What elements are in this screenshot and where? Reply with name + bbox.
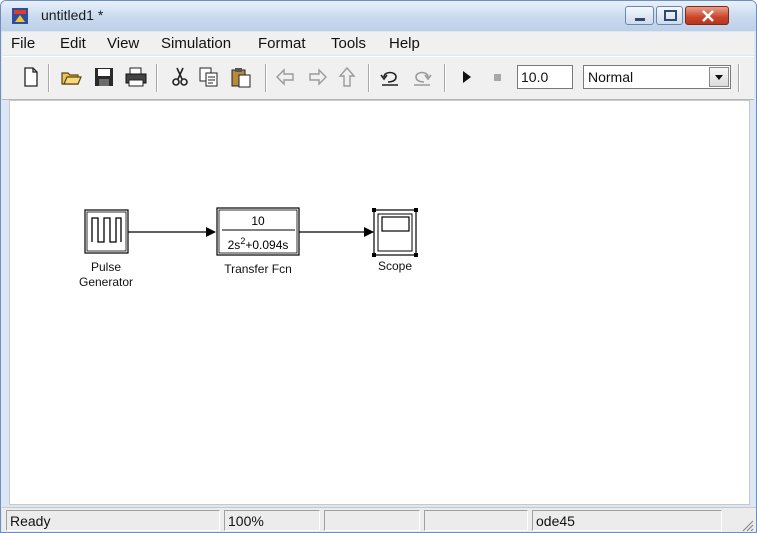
stop-simulation-icon[interactable] (486, 66, 508, 88)
scope-block[interactable] (372, 208, 418, 257)
model-diagram: 10 2s2+0.094s (84, 207, 418, 257)
menu-view[interactable]: View (107, 35, 140, 52)
back-arrow-icon[interactable] (274, 66, 296, 88)
simulink-app-icon (12, 8, 28, 24)
selection-handle[interactable] (372, 208, 376, 212)
cut-icon[interactable] (169, 66, 191, 88)
selection-handle[interactable] (372, 253, 376, 257)
toolbar: Normal (2, 56, 754, 100)
open-folder-icon[interactable] (60, 66, 82, 88)
close-button[interactable] (685, 6, 729, 25)
window-title: untitled1 * (41, 7, 104, 23)
tf-denominator: 2s2+0.094s (228, 236, 289, 252)
status-pane-3 (324, 510, 420, 531)
forward-arrow-icon[interactable] (307, 66, 329, 88)
menu-edit[interactable]: Edit (60, 35, 86, 52)
up-arrow-icon[interactable] (336, 66, 358, 88)
stop-time-input[interactable] (517, 65, 573, 89)
menu-simulation[interactable]: Simulation (161, 35, 232, 52)
status-bar: Ready 100% ode45 (2, 507, 756, 532)
close-icon (702, 10, 714, 22)
start-simulation-icon[interactable] (456, 66, 478, 88)
dropdown-button[interactable] (709, 67, 729, 87)
print-icon[interactable] (125, 66, 147, 88)
status-pane-4 (424, 510, 528, 531)
pulse-wave-icon (91, 217, 122, 243)
transfer-fcn-block[interactable]: 10 2s2+0.094s (216, 207, 300, 256)
redo-icon[interactable] (411, 66, 433, 88)
toolbar-separator (48, 64, 50, 92)
selection-handle[interactable] (414, 253, 418, 257)
status-zoom: 100% (224, 510, 320, 531)
selection-handle[interactable] (414, 208, 418, 212)
menu-help[interactable]: Help (389, 35, 420, 52)
maximize-icon (664, 10, 677, 21)
pulse-label-line1: Pulse (90, 260, 122, 274)
menu-format[interactable]: Format (258, 35, 306, 52)
toolbar-separator (368, 64, 370, 92)
toolbar-separator (738, 64, 740, 92)
toolbar-separator (265, 64, 267, 92)
new-model-icon[interactable] (20, 66, 42, 88)
minimize-button[interactable] (625, 6, 654, 25)
toolbar-separator (444, 64, 446, 92)
save-icon[interactable] (93, 66, 115, 88)
undo-icon[interactable] (379, 66, 401, 88)
paste-icon[interactable] (230, 66, 252, 88)
transfer-fcn-label: Transfer Fcn (224, 262, 292, 276)
chevron-down-icon (715, 75, 723, 80)
menu-tools[interactable]: Tools (331, 35, 367, 52)
status-solver: ode45 (532, 510, 722, 531)
pulse-label-line2: Generator (78, 275, 134, 289)
toolbar-separator (156, 64, 158, 92)
scope-label: Scope (377, 259, 413, 273)
scope-screen-icon (381, 216, 410, 232)
pulse-generator-label: Pulse Generator (58, 260, 154, 290)
menu-bar: File Edit View Simulation Format Tools H… (2, 32, 754, 55)
menu-file[interactable]: File (11, 35, 36, 52)
title-bar[interactable]: untitled1 * (1, 1, 756, 31)
tf-numerator: 10 (251, 214, 265, 228)
copy-icon[interactable] (198, 66, 220, 88)
simulation-mode-value: Normal (588, 69, 634, 85)
status-state: Ready (6, 510, 220, 531)
maximize-button[interactable] (656, 6, 683, 25)
minimize-icon (635, 18, 645, 21)
simulation-mode-select[interactable]: Normal (583, 65, 731, 89)
resize-grip-icon[interactable] (740, 518, 754, 532)
model-canvas[interactable]: 10 2s2+0.094s Pulse Generator Transfer F… (9, 100, 750, 505)
pulse-generator-block[interactable] (84, 209, 129, 254)
